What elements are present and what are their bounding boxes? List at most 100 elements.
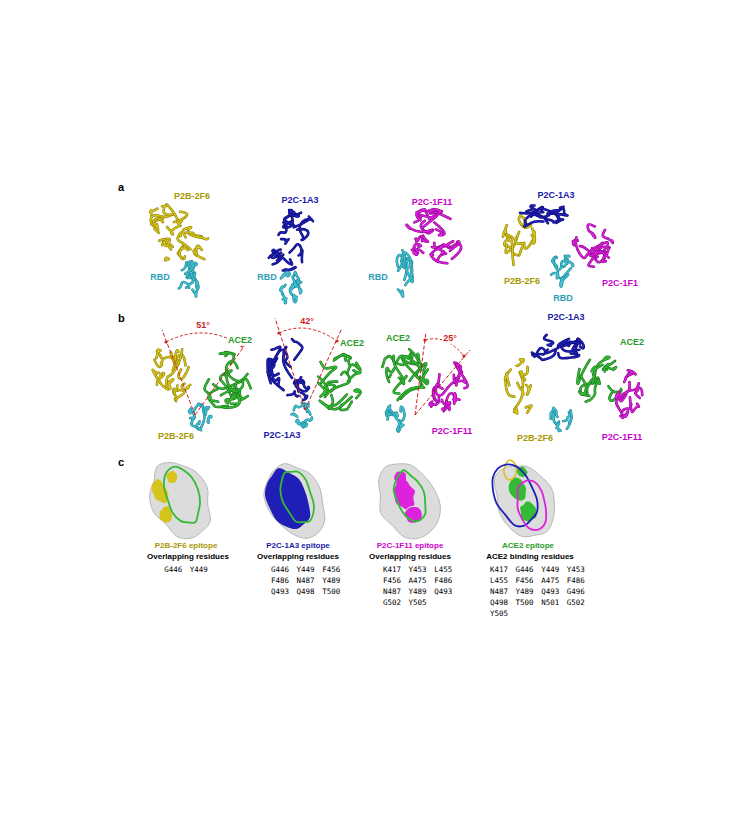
- ribbon-strand: [628, 370, 636, 376]
- ribbon-edge: [526, 385, 531, 395]
- ribbon-edge: [290, 244, 302, 255]
- ribbon-strand: [393, 356, 403, 384]
- ribbon-edge: [603, 230, 613, 243]
- ribbon-edge: [270, 362, 279, 386]
- ribbon-strand: [195, 263, 197, 265]
- residue-header: Overlapping residues: [257, 553, 339, 562]
- residue-list: L455 F456 A475 F486: [490, 577, 585, 585]
- ribbon-strand: [281, 272, 290, 278]
- ribbon-edge: [179, 282, 189, 288]
- ribbon-edge: [442, 400, 450, 410]
- ribbon-strand: [569, 410, 571, 423]
- ribbon-strand: [560, 275, 568, 287]
- ribbon-edge: [354, 390, 360, 399]
- ribbon-edge: [422, 209, 442, 228]
- ribbon-edge: [178, 367, 188, 379]
- ribbon-edge: [189, 234, 208, 239]
- rbd-surface: [150, 462, 211, 538]
- ribbon-strand: [414, 210, 425, 223]
- ribbon-strand: [213, 379, 251, 389]
- ribbon-strand: [563, 414, 570, 421]
- ribbon-strand: [354, 390, 360, 399]
- ribbon-edge: [318, 377, 326, 397]
- angle-label: 51°: [195, 321, 211, 331]
- ribbon-edge: [297, 229, 308, 240]
- ribbon-edge: [204, 407, 209, 415]
- ribbon-edge: [283, 347, 292, 378]
- angle-label: 25°: [442, 334, 458, 344]
- structure-label: ACE2: [385, 334, 411, 344]
- ribbon-strand: [505, 373, 509, 386]
- ribbon-strand: [386, 368, 394, 382]
- ribbon-edge: [296, 420, 304, 426]
- ribbon-edge: [195, 263, 197, 265]
- ribbon-edge: [189, 409, 191, 414]
- ribbon-edge: [194, 250, 197, 254]
- ribbon-edge: [293, 295, 296, 302]
- ribbon-strand: [178, 212, 187, 224]
- ribbon-strand: [334, 354, 351, 361]
- ribbon-strand: [156, 350, 160, 359]
- ribbon-edge: [156, 350, 160, 359]
- ribbon-strand: [290, 284, 293, 294]
- ribbon-edge: [164, 241, 173, 246]
- ribbon-strand: [294, 216, 313, 227]
- ace2-footprint: [280, 471, 314, 522]
- ribbon-edge: [226, 374, 243, 392]
- structure-label: RBD: [149, 273, 171, 283]
- residue-header: ACE2 binding residues: [486, 553, 574, 562]
- ribbon-strand: [630, 397, 639, 412]
- structure-label: P2C-1F11: [601, 433, 644, 443]
- ribbon-strand: [565, 259, 573, 266]
- ribbon-edge: [430, 402, 433, 406]
- ribbon-edge: [329, 395, 352, 410]
- ribbon-strand: [521, 367, 528, 378]
- panel-letter: a: [118, 181, 124, 193]
- ribbon-strand: [179, 248, 187, 259]
- ribbon-strand: [551, 272, 558, 278]
- ribbon-edge: [532, 229, 535, 244]
- ribbon-edge: [605, 367, 617, 372]
- ribbon-edge: [506, 370, 515, 397]
- ribbon-edge: [283, 267, 296, 270]
- ribbon-edge: [521, 367, 528, 378]
- ribbon-edge: [281, 239, 288, 244]
- residue-header: Overlapping residues: [147, 553, 229, 562]
- ribbon-strand: [531, 205, 544, 212]
- antibody-footprint: [517, 480, 546, 530]
- ribbon-edge: [453, 393, 459, 403]
- ribbon-strand: [416, 209, 425, 220]
- ribbon-strand: [556, 423, 560, 431]
- ribbon-edge: [561, 342, 580, 352]
- antibody-footprint: [492, 464, 537, 526]
- ribbon-strand: [402, 250, 410, 267]
- ribbon-strand: [454, 375, 466, 383]
- residue-list: Q493 Q498 T500: [271, 588, 340, 596]
- ribbon-edge: [401, 407, 405, 421]
- ribbon-strand: [517, 359, 524, 366]
- ribbon-strand: [544, 335, 553, 346]
- ribbon-strand: [294, 403, 304, 410]
- ribbon-strand: [226, 374, 243, 392]
- ribbon-edge: [294, 216, 313, 227]
- ribbon-edge: [280, 285, 285, 294]
- epitope-title: ACE2 epitope: [502, 542, 554, 551]
- antibody-footprint: [504, 460, 516, 480]
- ribbon-strand: [283, 267, 296, 270]
- ribbon-strand: [403, 354, 422, 370]
- ribbon-edge: [630, 397, 639, 412]
- ribbon-edge: [454, 375, 466, 383]
- ribbon-edge: [552, 257, 557, 266]
- ribbon-strand: [192, 286, 198, 296]
- rbd-surface: [379, 464, 441, 539]
- ace2-footprint: [164, 467, 200, 523]
- ribbon-edge: [551, 272, 558, 278]
- residue-header: Overlapping residues: [369, 553, 451, 562]
- structure-label: RBD: [367, 273, 389, 283]
- residue-list: N487 Y489 Q493: [383, 588, 452, 596]
- ribbon-edge: [305, 417, 312, 421]
- residue-list: F486 N487 Y489: [271, 577, 340, 585]
- structure-label: P2C-1A3: [280, 196, 319, 206]
- ribbon-strand: [284, 217, 288, 226]
- ribbon-edge: [398, 290, 403, 297]
